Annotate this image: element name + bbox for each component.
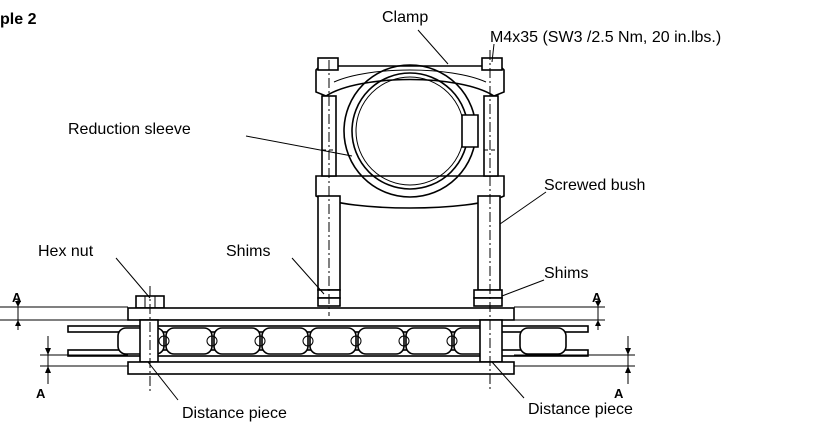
label-distance-piece-left: Distance piece <box>182 405 287 422</box>
reduction-sleeve <box>343 64 479 198</box>
section-marker-upper-left: A <box>0 290 128 330</box>
center-lines <box>149 50 491 392</box>
label-screw-spec: M4x35 (SW3 /2.5 Nm, 20 in.lbs.) <box>490 29 721 46</box>
label-shims-right: Shims <box>544 265 588 282</box>
label-reduction-sleeve: Reduction sleeve <box>68 121 191 138</box>
label-distance-piece-right: Distance piece <box>528 401 633 418</box>
section-marker-lower-right: A <box>514 336 635 401</box>
clamp-top <box>315 65 505 97</box>
svg-text:A: A <box>614 386 624 401</box>
label-clamp: Clamp <box>382 9 428 26</box>
svg-text:A: A <box>36 386 46 401</box>
shims-stack <box>317 289 503 307</box>
figure-title: ple 2 <box>0 11 37 28</box>
lower-plate <box>127 361 515 375</box>
label-screwed-bush: Screwed bush <box>544 177 645 194</box>
chain <box>67 325 589 357</box>
leader-lines <box>115 29 547 401</box>
section-marker-upper-right: A <box>514 290 605 330</box>
svg-text:A: A <box>12 290 22 305</box>
section-marker-lower-left: A <box>36 336 128 401</box>
svg-text:A: A <box>592 290 602 305</box>
label-hex-nut: Hex nut <box>38 243 94 260</box>
clamp-bottom <box>315 175 505 209</box>
upper-plate <box>127 307 515 321</box>
label-shims-left: Shims <box>226 243 270 260</box>
screwed-bushes <box>317 195 501 291</box>
